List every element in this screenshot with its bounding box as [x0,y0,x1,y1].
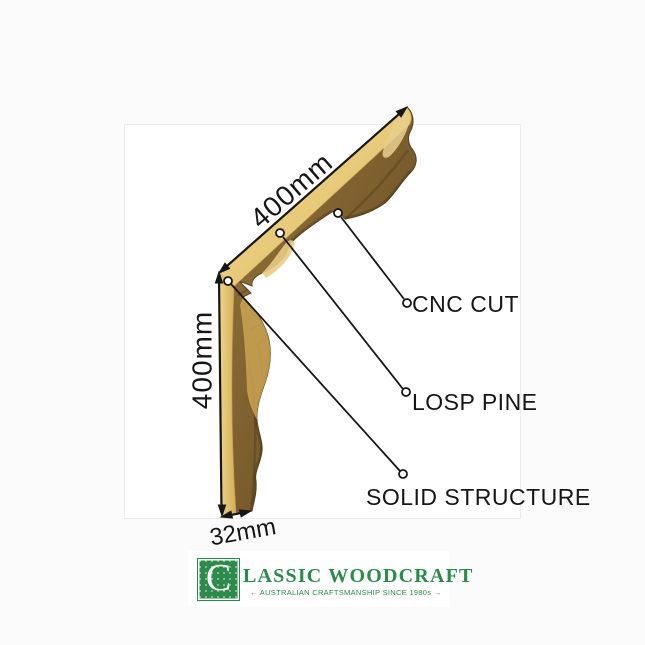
dimension-line-top [220,108,406,272]
brand-logo: C LASSIC WOODCRAFT ← AUSTRALIAN CRAFTSMA… [188,551,472,607]
dimension-line-left [217,276,223,513]
callout-label-dot [401,387,411,397]
callout-label-dot [402,298,412,308]
callout-line-losp-pine [282,236,404,390]
arrowhead-icon [238,509,253,518]
callout-label-cnc-cut: CNC CUT [412,291,519,317]
callout-leaders [223,208,412,479]
callout-line-solid-structure [230,283,401,472]
logo-wordmark: LASSIC WOODCRAFT [243,565,474,587]
arrowhead-icon [217,262,231,275]
callout-label-dot [398,469,408,479]
arrowhead-icon [217,504,227,518]
dimension-label-left: 400mm [186,310,218,410]
logo-monogram-tile: C [197,558,240,601]
logo-monogram-letter: C [205,557,232,599]
arrowhead-icon [395,105,409,118]
logo-tagline: ← AUSTRALIAN CRAFTSMANSHIP SINCE 1980s → [250,588,442,597]
callout-line-cnc-cut [340,216,405,300]
callout-label-losp-pine: LOSP PINE [412,389,538,415]
callout-anchor-dot [275,228,285,238]
end-curl-highlight [382,110,410,158]
arrowhead-icon [214,270,224,284]
junction-curl-highlight [262,240,295,278]
arrowhead-icon [219,510,234,519]
callout-anchor-dot [333,208,343,218]
callout-label-solid-structure: SOLID STRUCTURE [366,484,591,510]
scroll-face-highlight [240,297,271,420]
dimension-annotations [214,105,409,519]
callout-anchor-dot [223,276,233,286]
